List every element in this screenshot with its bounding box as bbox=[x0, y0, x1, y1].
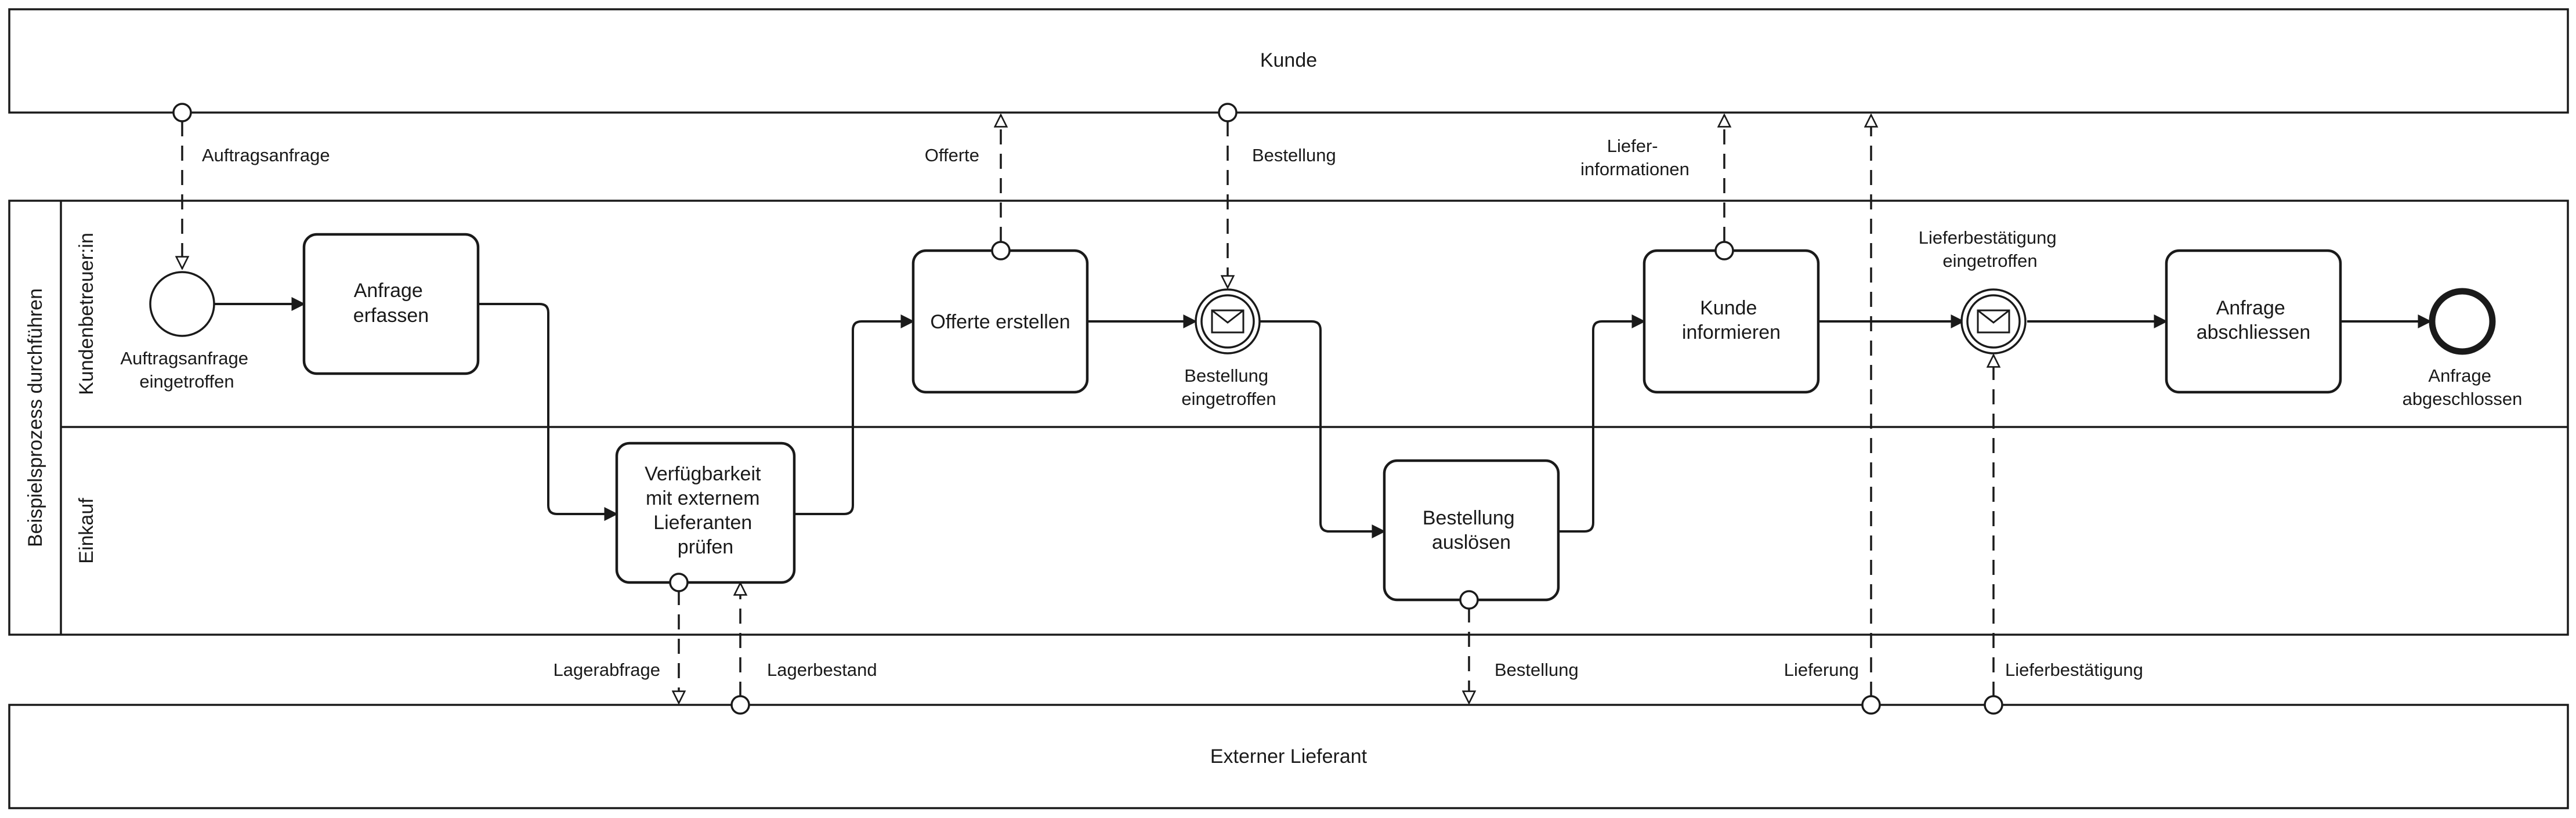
sequence-flows bbox=[214, 297, 2432, 538]
flow-event-to-bestellung bbox=[1260, 320, 1386, 538]
task-kunde-informieren[interactable]: Kunde informieren bbox=[1642, 241, 1820, 394]
msg-lieferung-label: Lieferung bbox=[1784, 660, 1859, 680]
task-verfuegbarkeit-pruefen[interactable]: Verfügbarkeit mit externem Lieferanten p… bbox=[615, 441, 796, 592]
flow-anfrage-to-verfuegbarkeit bbox=[478, 303, 618, 521]
task-anfrage-erfassen-label: Anfrage erfassen bbox=[353, 280, 429, 327]
task-offerte-erstellen[interactable]: Offerte erstellen bbox=[911, 241, 1089, 394]
task-bestellung-ausloesen[interactable]: Bestellung auslösen bbox=[1383, 459, 1560, 610]
event-bestellung-label: Bestellung eingetroffen bbox=[1181, 365, 1276, 409]
msg-bestellung-kunde-label: Bestellung bbox=[1252, 145, 1336, 165]
task-offerte-erstellen-label: Offerte erstellen bbox=[930, 311, 1070, 333]
msg-lagerabfrage-label: Lagerabfrage bbox=[553, 660, 660, 680]
pool-main-label: Beispielsprozess durchführen bbox=[24, 288, 46, 547]
message-flows bbox=[182, 115, 1993, 703]
msg-lagerbestand-label: Lagerbestand bbox=[767, 660, 877, 680]
lane-einkauf-label: Einkauf bbox=[75, 498, 97, 564]
message-flow-sources bbox=[172, 103, 2003, 715]
task-anfrage-abschliessen[interactable]: Anfrage abschliessen bbox=[2165, 249, 2342, 394]
msg-auftragsanfrage-label: Auftragsanfrage bbox=[202, 145, 330, 165]
msg-offerte-label: Offerte bbox=[925, 145, 979, 165]
lane-kundenbetreuer-label: Kundenbetreuer:in bbox=[75, 233, 97, 395]
end-event-label: Anfrage abgeschlossen bbox=[2403, 365, 2523, 409]
task-anfrage-abschliessen-label: Anfrage abschliessen bbox=[2197, 297, 2311, 343]
pool-externer-lieferant-label: Externer Lieferant bbox=[1210, 745, 1367, 768]
pool-kunde: Kunde bbox=[8, 8, 2569, 114]
task-verfuegbarkeit-label: Verfügbarkeit mit externem Lieferanten p… bbox=[645, 463, 766, 558]
envelope-icon bbox=[1211, 309, 1244, 334]
task-anfrage-erfassen[interactable]: Anfrage erfassen bbox=[302, 233, 480, 375]
task-kunde-informieren-label: Kunde informieren bbox=[1682, 297, 1781, 343]
event-lieferbestaetigung-label: Lieferbestätigung eingetroffen bbox=[1919, 227, 2061, 271]
pool-kunde-label: Kunde bbox=[1260, 49, 1317, 71]
end-event[interactable] bbox=[2429, 288, 2496, 355]
intermediate-event-bestellung[interactable] bbox=[1195, 288, 1261, 354]
flow-bestellung-to-kunde bbox=[1558, 314, 1646, 533]
start-event-label: Auftragsanfrage eingetroffen bbox=[120, 348, 253, 392]
flow-verfuegbarkeit-to-offerte bbox=[794, 314, 915, 515]
envelope-icon bbox=[1977, 309, 2010, 334]
start-event[interactable] bbox=[149, 271, 215, 337]
pool-externer-lieferant: Externer Lieferant bbox=[8, 704, 2569, 809]
msg-bestellung-lieferant-label: Bestellung bbox=[1495, 660, 1579, 680]
task-bestellung-ausloesen-label: Bestellung auslösen bbox=[1423, 507, 1520, 553]
msg-lieferinformationen-label: Liefer- informationen bbox=[1580, 136, 1689, 179]
msg-lieferbestaetigung-label: Lieferbestätigung bbox=[2005, 660, 2143, 680]
intermediate-event-lieferbestaetigung[interactable] bbox=[1960, 288, 2027, 354]
